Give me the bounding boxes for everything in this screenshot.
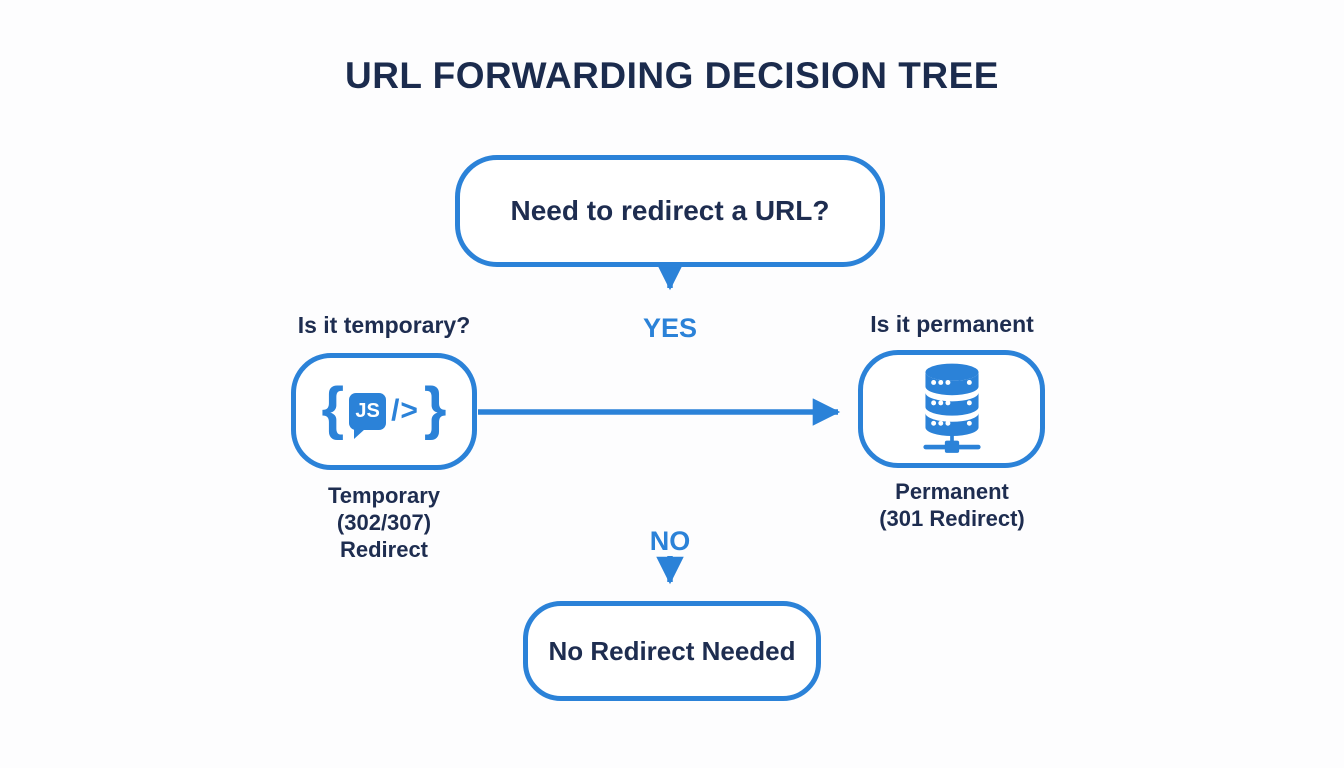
node-root-question: Need to redirect a URL? <box>455 155 885 267</box>
right-caption-line2: (301 Redirect) <box>879 506 1025 531</box>
right-caption-line1: Permanent <box>895 479 1009 504</box>
js-badge-icon: JS <box>349 393 387 439</box>
code-js-icon: { JS /> } <box>321 375 447 444</box>
database-icon <box>922 363 981 453</box>
branch-label-no: NO <box>649 526 691 556</box>
brace-open-glyph: { <box>321 375 345 441</box>
right-caption: Permanent (301 Redirect) <box>822 478 1082 532</box>
left-caption-line3: Redirect <box>339 537 429 562</box>
left-caption-line2: (302/307) <box>336 510 432 535</box>
right-question-label: Is it permanent <box>870 311 1034 337</box>
root-question-label: Need to redirect a URL? <box>510 195 830 226</box>
code-slash-glyph: /> <box>391 393 419 427</box>
left-caption-line1: Temporary <box>327 483 441 508</box>
node-no-redirect: No Redirect Needed <box>523 601 821 701</box>
brace-close-glyph: } <box>423 375 447 441</box>
node-permanent <box>858 350 1045 468</box>
branch-label-yes: YES <box>642 313 698 343</box>
node-temporary: { JS /> } <box>291 353 477 470</box>
left-caption: Temporary (302/307) Redirect <box>254 482 514 563</box>
end-result-label: No Redirect Needed <box>548 635 796 666</box>
left-question-label: Is it temporary? <box>297 312 471 338</box>
page-title: URL FORWARDING DECISION TREE <box>344 55 999 96</box>
